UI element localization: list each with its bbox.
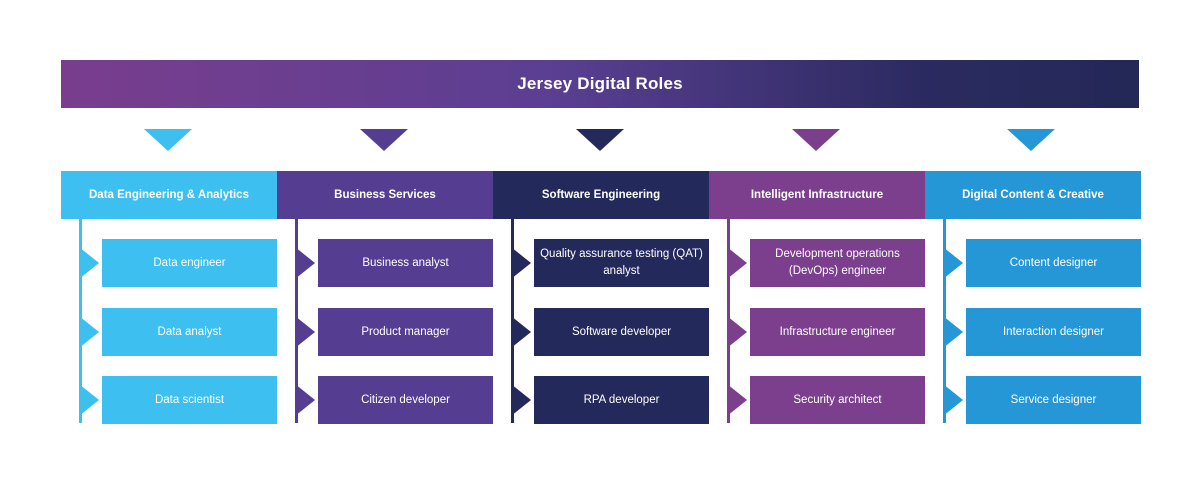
role-label: Data scientist [102,376,277,424]
role-item: RPA developer [511,376,709,424]
pointer-arrow-icon [511,247,531,279]
pointer-arrow-icon [511,316,531,348]
role-item: Data scientist [79,376,277,424]
category-title: Intelligent Infrastructure [750,189,884,201]
pointer-arrow-icon [79,316,99,348]
role-item: Product manager [295,308,493,356]
category-header: Software Engineering [493,171,709,219]
down-arrow-icon [576,129,624,151]
role-label: Infrastructure engineer [750,308,925,356]
role-label: Development operations (DevOps) engineer [750,239,925,287]
role-label: Business analyst [318,239,493,287]
role-item: Security architect [727,376,925,424]
category-title: Digital Content & Creative [962,189,1104,201]
pointer-arrow-icon [295,247,315,279]
category-header: Data Engineering & Analytics [61,171,277,219]
category-title: Business Services [334,189,436,201]
role-item: Software developer [511,308,709,356]
role-item: Service designer [943,376,1141,424]
role-item: Quality assurance testing (QAT) analyst [511,239,709,287]
arrow-row [0,129,1200,151]
role-item: Infrastructure engineer [727,308,925,356]
role-item: Development operations (DevOps) engineer [727,239,925,287]
category-title: Data Engineering & Analytics [89,189,249,201]
role-label: Service designer [966,376,1141,424]
role-label: Content designer [966,239,1141,287]
role-item: Data engineer [79,239,277,287]
down-arrow-icon [792,129,840,151]
role-item: Citizen developer [295,376,493,424]
category-header: Intelligent Infrastructure [709,171,925,219]
pointer-arrow-icon [511,384,531,416]
role-label: Quality assurance testing (QAT) analyst [534,239,709,287]
diagram-title: Jersey Digital Roles [517,74,683,93]
role-item: Content designer [943,239,1141,287]
role-label: Data engineer [102,239,277,287]
pointer-arrow-icon [943,384,963,416]
down-arrow-icon [144,129,192,151]
category-header: Business Services [277,171,493,219]
role-item: Business analyst [295,239,493,287]
pointer-arrow-icon [79,247,99,279]
title-banner: Jersey Digital Roles [61,60,1139,108]
role-item: Interaction designer [943,308,1141,356]
role-label: Citizen developer [318,376,493,424]
role-label: Security architect [750,376,925,424]
pointer-arrow-icon [295,316,315,348]
category-header: Digital Content & Creative [925,171,1141,219]
role-label: Interaction designer [966,308,1141,356]
role-label: RPA developer [534,376,709,424]
pointer-arrow-icon [943,247,963,279]
category-title: Software Engineering [541,189,661,201]
down-arrow-icon [1007,129,1055,151]
down-arrow-icon [360,129,408,151]
pointer-arrow-icon [727,384,747,416]
role-label: Data analyst [102,308,277,356]
role-label: Product manager [318,308,493,356]
pointer-arrow-icon [727,316,747,348]
pointer-arrow-icon [79,384,99,416]
pointer-arrow-icon [943,316,963,348]
pointer-arrow-icon [727,247,747,279]
pointer-arrow-icon [295,384,315,416]
role-label: Software developer [534,308,709,356]
role-item: Data analyst [79,308,277,356]
